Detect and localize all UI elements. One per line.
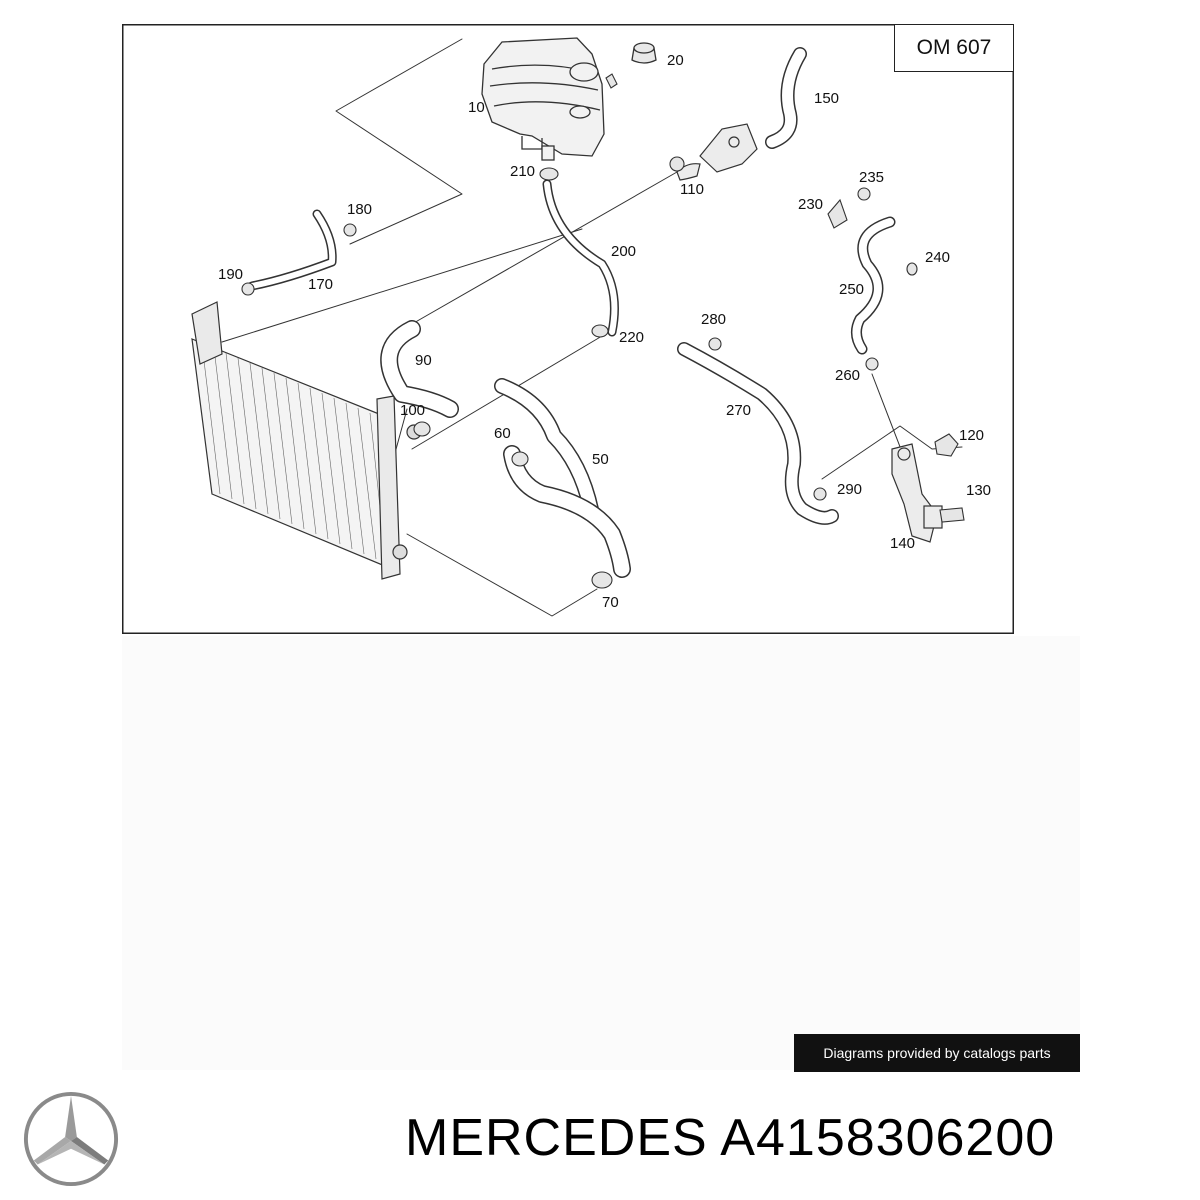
callout-50: 50 <box>592 451 609 468</box>
leader-200 <box>221 228 583 343</box>
hose-270-inner <box>678 343 838 524</box>
fitting-20-screw <box>605 73 618 89</box>
clamp-290 <box>813 487 827 501</box>
diagram-drawing <box>122 24 1014 634</box>
callout-110: 110 <box>680 181 704 198</box>
clamp-110 <box>669 156 685 172</box>
callout-10: 10 <box>468 99 485 116</box>
callout-70: 70 <box>602 594 619 611</box>
callout-220: 220 <box>619 329 645 346</box>
nut-120 <box>934 433 959 457</box>
bolt-235 <box>857 187 871 201</box>
bolt-130 <box>939 507 965 523</box>
callout-100: 100 <box>400 402 426 419</box>
callout-90: 90 <box>415 352 432 369</box>
callout-190: 190 <box>218 266 244 283</box>
hose-200-inner <box>544 181 618 335</box>
clamp-180 <box>343 223 357 237</box>
callout-250: 250 <box>839 281 865 298</box>
tank-cap-part <box>631 42 657 64</box>
clamp-70 <box>591 571 613 589</box>
parts-diagram: OM 607 10 20 150 210 110 235 230 180 240… <box>122 24 1014 634</box>
engine-code-label: OM 607 <box>894 24 1014 72</box>
hose-270 <box>677 342 839 525</box>
hose-170-inner <box>249 211 336 289</box>
clamp-190 <box>241 282 255 296</box>
callout-120: 120 <box>959 427 985 444</box>
hose-90-inner <box>381 321 458 417</box>
clamp-260 <box>865 357 879 371</box>
part-title: MERCEDES A4158306200 <box>405 1108 1055 1168</box>
callout-200: 200 <box>611 243 637 260</box>
leader-110 <box>411 171 678 325</box>
hose-50-inner <box>495 379 599 521</box>
clamp-220 <box>591 324 609 338</box>
blank-panel <box>122 636 1080 1070</box>
callout-170: 170 <box>308 276 334 293</box>
three-pointed-star-icon <box>23 1091 119 1187</box>
callout-240: 240 <box>925 249 951 266</box>
callout-130: 130 <box>966 482 992 499</box>
clamp-60 <box>511 451 529 467</box>
callout-280: 280 <box>701 311 727 328</box>
clamp-280 <box>708 337 722 351</box>
clamp-100 <box>413 421 431 437</box>
hose-150-inner <box>766 48 806 148</box>
callout-150: 150 <box>814 90 840 107</box>
callout-270: 270 <box>726 402 752 419</box>
part-number: A4158306200 <box>720 1109 1056 1167</box>
hose-250-inner <box>852 218 894 353</box>
hose-60 <box>503 445 631 578</box>
clamps <box>241 73 965 589</box>
leader-tank-group <box>335 38 463 245</box>
brand-name: MERCEDES <box>405 1109 708 1167</box>
callout-180: 180 <box>347 201 373 218</box>
callout-260: 260 <box>835 367 861 384</box>
clamp-240 <box>906 262 918 276</box>
callout-140: 140 <box>890 535 916 552</box>
diagram-frame <box>122 24 1014 634</box>
callout-235: 235 <box>859 169 885 186</box>
bracket-230 <box>827 198 848 229</box>
callout-230: 230 <box>798 196 824 213</box>
coolant-valve-part <box>891 443 943 543</box>
thermostat-housing-part <box>676 123 758 181</box>
credit-banner: Diagrams provided by catalogs parts <box>794 1034 1080 1072</box>
leader-70 <box>406 533 598 617</box>
expansion-tank-part <box>481 37 605 161</box>
callout-210: 210 <box>510 163 536 180</box>
radiator-part <box>191 301 422 580</box>
callout-20: 20 <box>667 52 684 69</box>
callout-290: 290 <box>837 481 863 498</box>
clamp-210 <box>539 167 559 181</box>
hose-200 <box>542 179 619 337</box>
callout-60: 60 <box>494 425 511 442</box>
hose-60-inner <box>504 446 630 577</box>
